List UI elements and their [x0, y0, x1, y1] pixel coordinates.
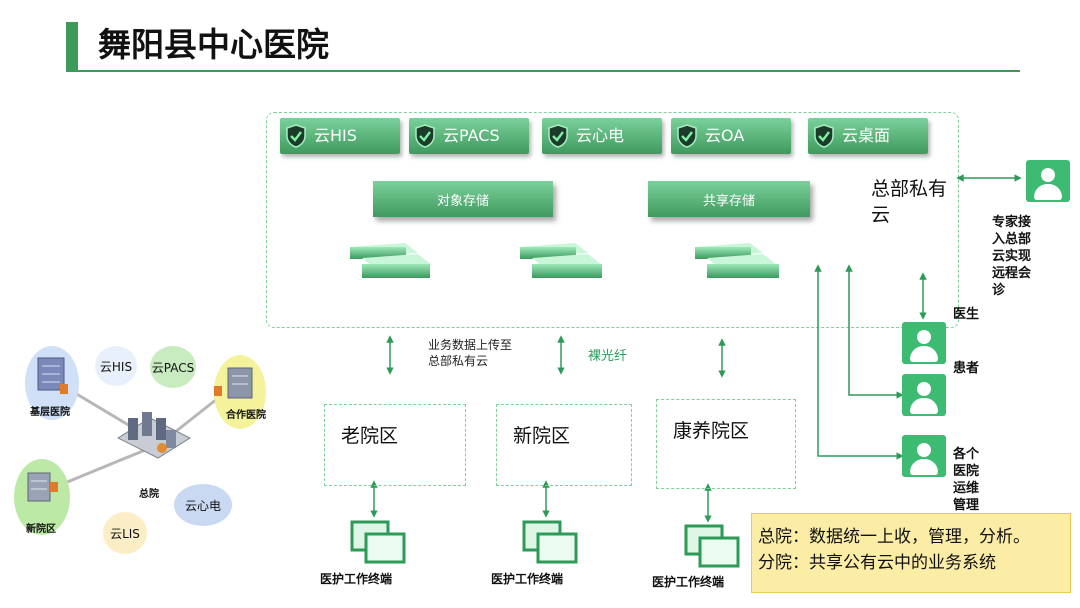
title-underline [66, 70, 1020, 72]
bubble-label: 云PACS [151, 360, 195, 375]
page-title: 舞阳县中心医院 [98, 25, 329, 64]
fiber-label: 裸光纤 [588, 349, 628, 364]
storage-shared: 共享存储 [648, 181, 810, 217]
system-label: 云心电 [576, 126, 625, 145]
new-area-label: 新院区 [26, 524, 56, 535]
expert-label-line: 入总部 [992, 232, 1032, 247]
storage-label: 共享存储 [702, 193, 755, 209]
terminal-icon [684, 524, 740, 568]
bubble-label: 云LIS [110, 526, 140, 541]
system-his: 云HIS [280, 118, 400, 154]
campus-label: 老院区 [341, 425, 399, 447]
base-hospital-label: 基层医院 [30, 407, 70, 418]
terminal-label: 医护工作终端 [652, 575, 725, 589]
bubble-lis: 云LIS [103, 512, 147, 554]
bubble-his: 云HIS [95, 346, 137, 386]
server-icon [350, 243, 432, 278]
ops-avatar-icon [902, 435, 946, 477]
building-icon [27, 472, 58, 502]
link-arrow [814, 264, 904, 460]
building-icon [37, 357, 68, 394]
system-label: 云HIS [314, 126, 357, 145]
shield-icon [814, 124, 834, 148]
system-desktop: 云桌面 [808, 118, 928, 154]
doctor-avatar-icon [902, 322, 946, 364]
campus-new: 新院区 [496, 404, 632, 486]
ops-label: 各个 医院 运维 管理 [953, 446, 979, 514]
system-ecg: 云心电 [542, 118, 662, 154]
bubble-ecg: 云心电 [174, 484, 232, 526]
ops-label-line: 各个 [953, 447, 980, 462]
hq-label: 总院 [139, 489, 159, 500]
expert-label-line: 远程会 [992, 266, 1032, 281]
doctor-label: 医生 [953, 307, 980, 322]
upload-label: 业务数据上传至 总部私有云 [428, 337, 512, 369]
expert-label: 专家接 入总部 云实现 远程会 诊 [992, 214, 1031, 299]
campus-label: 康养院区 [673, 420, 750, 442]
ops-label-line: 管理 [953, 498, 980, 513]
upload-label-line: 业务数据上传至 [428, 338, 513, 352]
terminal-label: 医护工作终端 [320, 572, 393, 586]
datacenter-icon [116, 412, 192, 459]
summary-line: 分院：共享公有云中的业务系统 [758, 553, 996, 573]
summary-line: 总院：数据统一上收，管理，分析。 [758, 527, 1030, 547]
server-icon [695, 243, 779, 278]
bubble-label: 云HIS [99, 359, 133, 374]
expert-label-line: 专家接 [992, 215, 1032, 230]
storage-object: 对象存储 [373, 181, 553, 217]
system-label: 云PACS [443, 126, 500, 145]
shield-icon [415, 124, 435, 148]
shield-icon [286, 124, 306, 148]
building-icon [214, 367, 253, 399]
system-oa: 云OA [671, 118, 791, 154]
terminal-icon [350, 520, 406, 564]
system-label: 云桌面 [842, 126, 891, 145]
terminal-label: 医护工作终端 [491, 572, 564, 586]
network-line [59, 446, 151, 487]
ops-label-line: 运维 [953, 481, 980, 496]
storage-label: 对象存储 [436, 193, 489, 209]
shield-icon [548, 124, 568, 148]
private-cloud-label: 总部私有云 [871, 178, 948, 226]
private-cloud-box [266, 112, 959, 328]
upload-label-line: 总部私有云 [428, 354, 489, 368]
coop-hospital-label: 合作医院 [226, 410, 266, 421]
patient-avatar-icon [902, 374, 946, 416]
bubble-pacs: 云PACS [150, 346, 196, 388]
server-icon [520, 243, 602, 278]
system-label: 云OA [705, 126, 745, 145]
ops-label-line: 医院 [953, 464, 980, 479]
expert-label-line: 诊 [992, 283, 1006, 298]
campus-label: 新院区 [513, 425, 571, 447]
link-arrow [845, 264, 904, 399]
title-accent-bar [66, 22, 78, 70]
campus-old: 老院区 [324, 404, 466, 486]
patient-label: 患者 [953, 361, 980, 376]
summary-box: 总院：数据统一上收，管理，分析。 分院：共享公有云中的业务系统 [751, 513, 1071, 593]
expert-label-line: 云实现 [992, 249, 1032, 264]
terminal-icon [522, 520, 578, 564]
shield-icon [677, 124, 697, 148]
bubble-label: 云心电 [184, 498, 221, 513]
expert-avatar-icon [1026, 160, 1070, 202]
system-pacs: 云PACS [409, 118, 529, 154]
campus-care: 康养院区 [656, 399, 796, 489]
